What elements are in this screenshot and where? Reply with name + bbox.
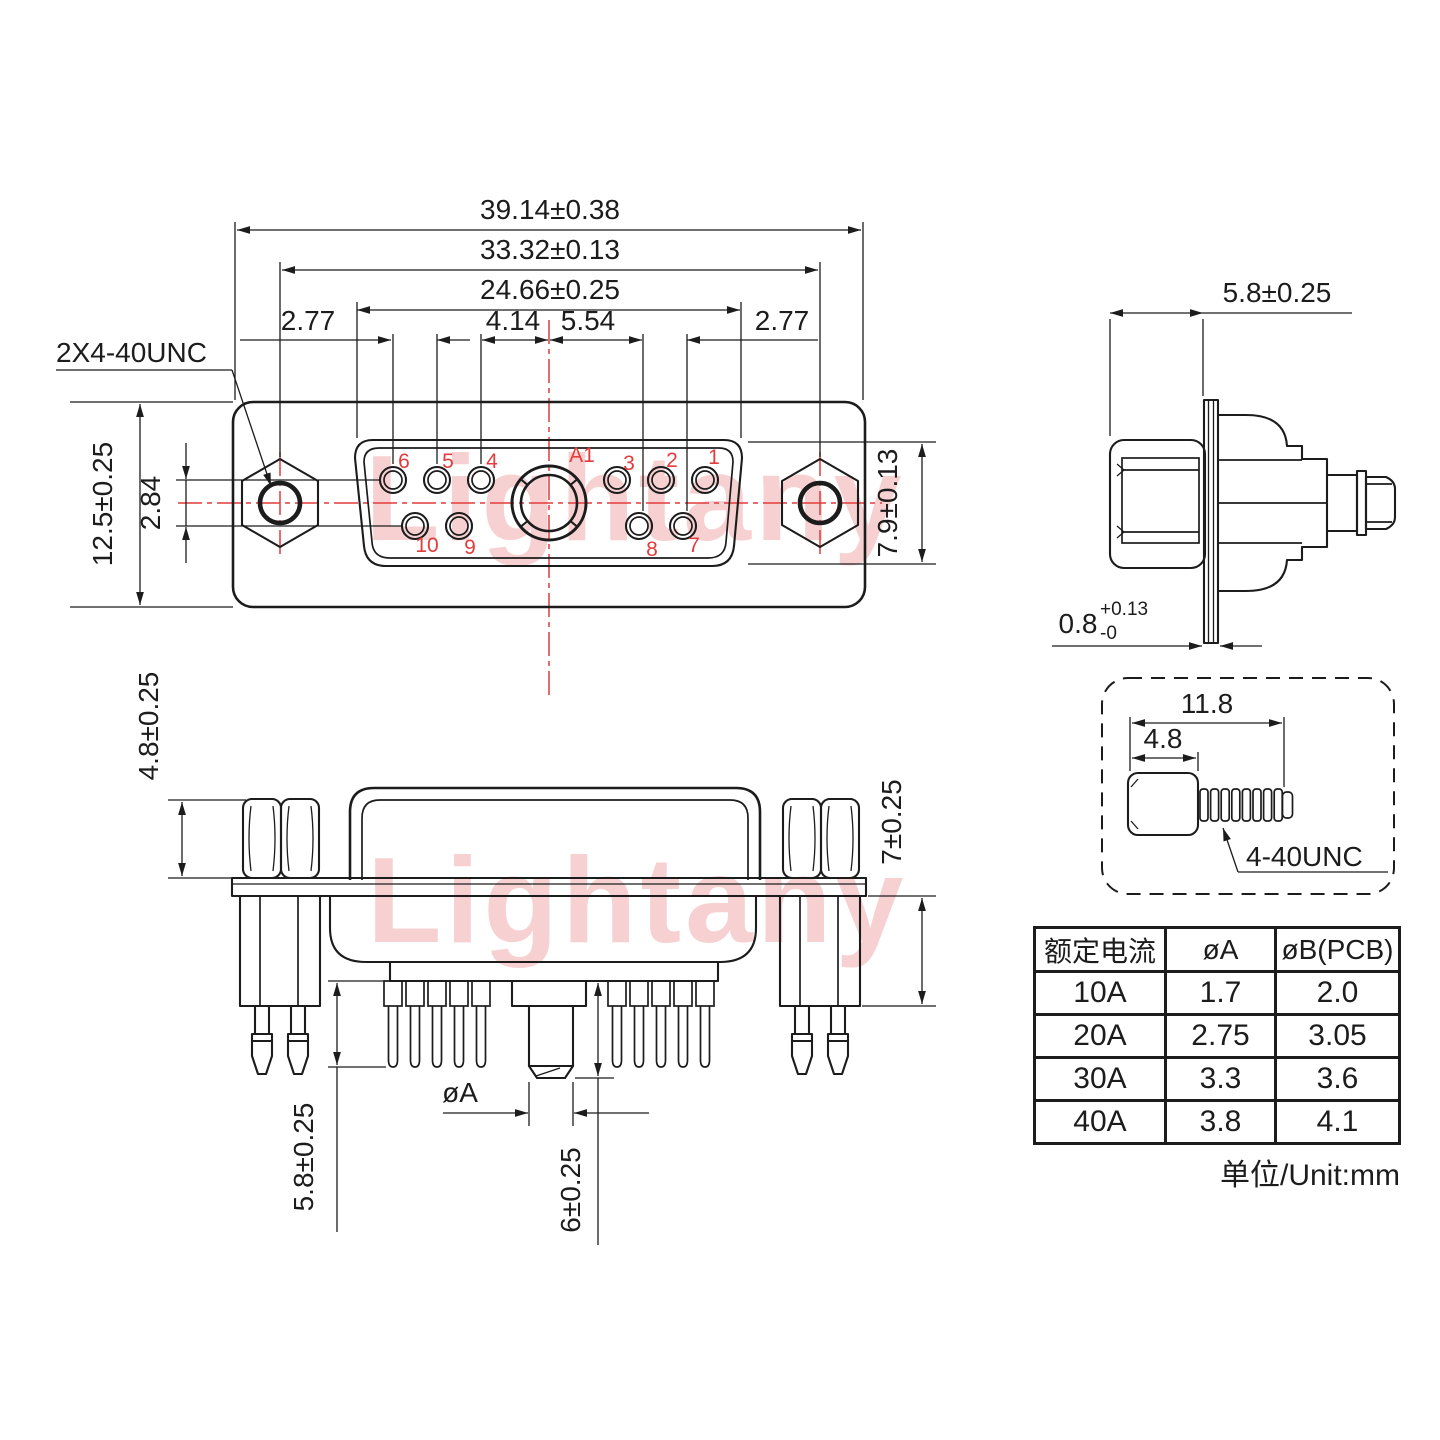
cell-dia-b: 4.1 xyxy=(1274,1099,1401,1145)
side-view: 5.8±0.25 0.8 +0.13 -0 xyxy=(1052,277,1397,650)
dim-flange-thickness-sub: -0 xyxy=(1100,623,1117,644)
right-screw-hole xyxy=(797,480,843,526)
coax-barrel-ring xyxy=(1355,469,1368,537)
cell-current: 40A xyxy=(1033,1099,1167,1145)
left-standoff xyxy=(241,797,321,880)
dim-face-width: 24.66±0.25 xyxy=(480,274,620,305)
pin-label: 2 xyxy=(666,449,678,472)
shell-inner xyxy=(361,799,749,880)
flange-plate xyxy=(1202,398,1220,645)
right-screw-body xyxy=(778,894,862,1008)
table-row: 30A 3.3 3.6 xyxy=(1033,1056,1401,1102)
d-face-outer xyxy=(353,438,744,568)
screw-hex-head xyxy=(1126,771,1200,837)
dim-mount-span: 33.32±0.13 xyxy=(480,234,620,265)
dim-pitch-a1-right: 5.54 xyxy=(561,305,616,336)
pin-label: 8 xyxy=(646,538,658,561)
front-view: 6 5 4 A1 3 2 1 10 9 8 7 39.14±0.38 33.32… xyxy=(56,194,936,700)
dim-face-height: 7.9±0.13 xyxy=(872,449,903,558)
dim-screw-total-length: 11.8 xyxy=(1181,688,1233,719)
solder-pins xyxy=(383,980,715,1068)
col-header-rated-current: 额定电流 xyxy=(1033,926,1167,973)
pin-label: 3 xyxy=(623,452,635,475)
thread-callout: 2X4-40UNC xyxy=(56,337,207,368)
cell-dia-a: 3.3 xyxy=(1164,1056,1277,1102)
coax-pin xyxy=(510,979,588,1080)
table-row: 10A 1.7 2.0 xyxy=(1033,970,1401,1016)
board-locks xyxy=(250,1004,850,1076)
dim-pin-tail: 5.8±0.25 xyxy=(288,1103,319,1212)
col-header-dia-a: øA xyxy=(1164,926,1277,973)
dim-flange-thickness-sup: +0.13 xyxy=(1100,599,1148,620)
table-row: 40A 3.8 4.1 xyxy=(1033,1099,1401,1145)
coax-barrel xyxy=(1325,473,1359,533)
cell-dia-a: 2.75 xyxy=(1164,1013,1277,1059)
pin-label: 9 xyxy=(464,536,476,559)
left-screw-hole xyxy=(257,480,303,526)
dim-overall-width: 39.14±0.38 xyxy=(480,194,620,225)
d-face-inner xyxy=(363,447,734,559)
dim-standoff-height: 4.8±0.25 xyxy=(133,672,164,781)
flange-outline xyxy=(231,400,867,609)
unit-note: 单位/Unit:mm xyxy=(1220,1159,1400,1192)
dim-big-pin-diameter: øA xyxy=(442,1077,478,1108)
hex-standoff-face xyxy=(1121,457,1200,544)
hex-standoff xyxy=(1108,438,1207,570)
screw-threads xyxy=(1199,788,1294,822)
cell-current: 10A xyxy=(1033,970,1167,1016)
pin-label: 5 xyxy=(442,450,454,473)
col-header-dia-b: øB(PCB) xyxy=(1274,926,1401,973)
flange-strip xyxy=(230,876,868,898)
dim-overall-height: 12.5±0.25 xyxy=(87,442,118,566)
dim-standoff-depth: 5.8±0.25 xyxy=(1223,277,1332,308)
spec-table: 额定电流 øA øB(PCB) 10A 1.7 2.0 20A 2.75 3.0… xyxy=(1033,926,1401,1145)
left-hex-nut xyxy=(240,457,320,549)
pin-label: 1 xyxy=(708,446,720,469)
bottom-view: 4.8±0.25 7±0.25 5.8±0.25 6±0.25 øA xyxy=(133,672,936,1245)
pin-label: 10 xyxy=(415,534,438,557)
cell-dia-b: 3.05 xyxy=(1274,1013,1401,1059)
pin-labels: 6 5 4 A1 3 2 1 10 9 8 7 xyxy=(398,444,720,561)
cell-dia-a: 1.7 xyxy=(1164,970,1277,1016)
pin-label: A1 xyxy=(569,444,595,467)
detail-border xyxy=(1101,677,1395,895)
left-screw-body xyxy=(238,894,322,1008)
dim-flange-thickness: 0.8 xyxy=(1059,608,1098,639)
dim-screw-length: 7±0.25 xyxy=(876,779,907,864)
cell-dia-a: 3.8 xyxy=(1164,1099,1277,1145)
dim-pitch-left: 2.77 xyxy=(281,305,336,336)
cell-dia-b: 3.6 xyxy=(1274,1056,1401,1102)
pin-label: 7 xyxy=(688,534,700,557)
connector-body xyxy=(1218,413,1329,593)
pin-holes xyxy=(378,465,720,541)
pin-label: 4 xyxy=(486,450,498,473)
coax-contact-a1 xyxy=(510,464,588,542)
dim-pitch-a1-left: 4.14 xyxy=(486,305,541,336)
table-row: 20A 2.75 3.05 xyxy=(1033,1013,1401,1059)
screw-detail: 11.8 4.8 4-40UNC xyxy=(1101,677,1395,895)
screw-thread-label: 4-40UNC xyxy=(1246,841,1363,872)
shell-outline xyxy=(348,786,762,880)
dim-big-pin-tail: 6±0.25 xyxy=(555,1147,586,1232)
watermark-text: Lightany xyxy=(367,832,907,968)
pin-label: 6 xyxy=(398,450,410,473)
coax-nose xyxy=(1364,475,1397,531)
cell-current: 30A xyxy=(1033,1056,1167,1102)
dim-pitch-right: 2.77 xyxy=(755,305,810,336)
cell-dia-b: 2.0 xyxy=(1274,970,1401,1016)
cell-current: 20A xyxy=(1033,1013,1167,1059)
dim-screw-hex-length: 4.8 xyxy=(1144,723,1183,754)
right-hex-nut xyxy=(780,457,860,549)
dim-row-offset: 2.84 xyxy=(135,476,166,531)
